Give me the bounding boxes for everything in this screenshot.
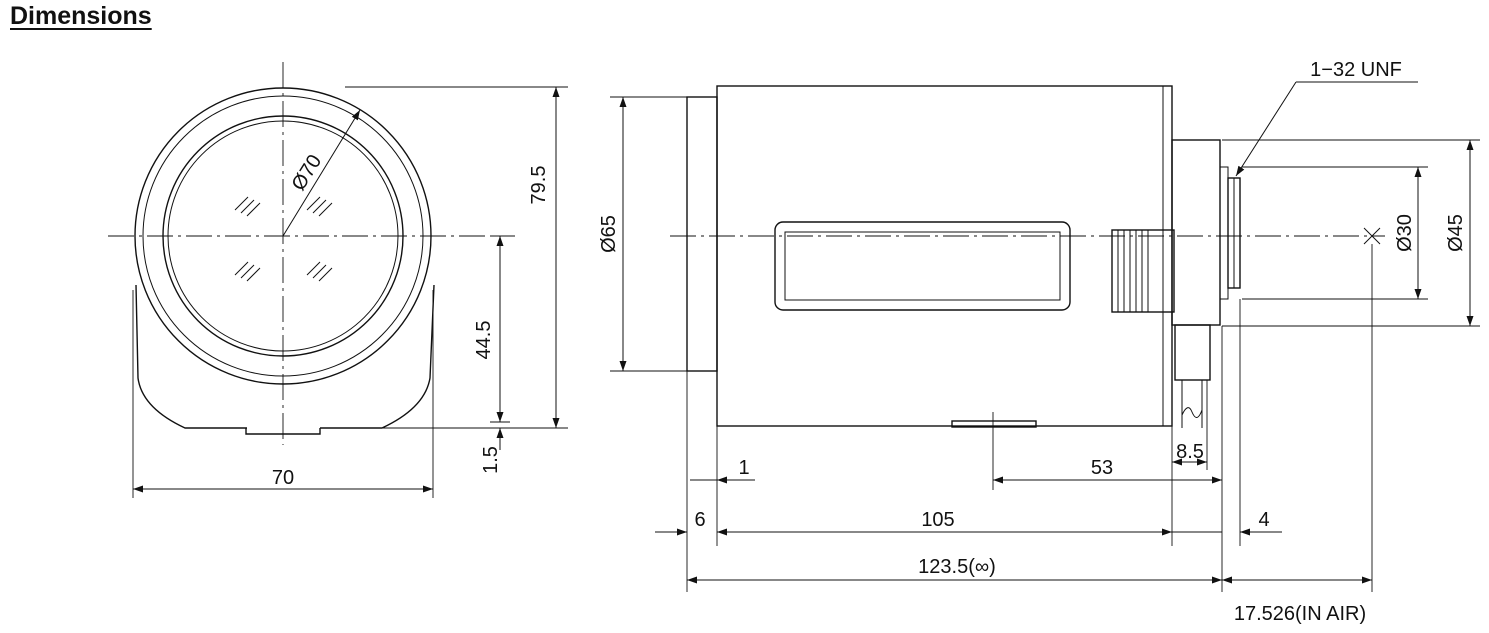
- scale-window: [774, 221, 1071, 311]
- label-123-5: 123.5(∞): [918, 556, 996, 578]
- front-view: [108, 62, 568, 498]
- label-105: 105: [921, 509, 954, 531]
- label-8-5: 8.5: [1176, 441, 1204, 463]
- label-6: 6: [694, 509, 705, 531]
- label-diameter-30: Ø30: [1394, 214, 1416, 252]
- label-70: 70: [272, 467, 294, 489]
- label-53: 53: [1091, 457, 1113, 479]
- front-flange: [686, 96, 718, 372]
- cable-gland: [1174, 324, 1211, 381]
- front-diameter-leader: [282, 109, 361, 237]
- label-79-5: 79.5: [528, 166, 550, 205]
- page-title: Dimensions: [10, 2, 152, 30]
- front-foot: [245, 428, 321, 435]
- label-diameter-45: Ø45: [1445, 214, 1467, 252]
- label-1: 1: [738, 457, 749, 479]
- label-17-526: 17.526(IN AIR): [1234, 603, 1366, 625]
- label-44-5: 44.5: [473, 321, 495, 360]
- label-diameter-65: Ø65: [598, 215, 620, 253]
- label-thread: 1−32 UNF: [1310, 59, 1402, 81]
- label-1-5: 1.5: [480, 446, 502, 474]
- rear-mount-block: [1171, 139, 1221, 326]
- knurled-connector: [1111, 229, 1175, 313]
- label-diameter-70: Ø70: [288, 151, 327, 195]
- label-4: 4: [1258, 509, 1269, 531]
- side-view: [610, 81, 1480, 592]
- front-housing-outline: [135, 284, 435, 429]
- side-foot: [951, 420, 1037, 428]
- front-outer-ring: [134, 87, 432, 385]
- glass-reflection-marks: [234, 196, 333, 282]
